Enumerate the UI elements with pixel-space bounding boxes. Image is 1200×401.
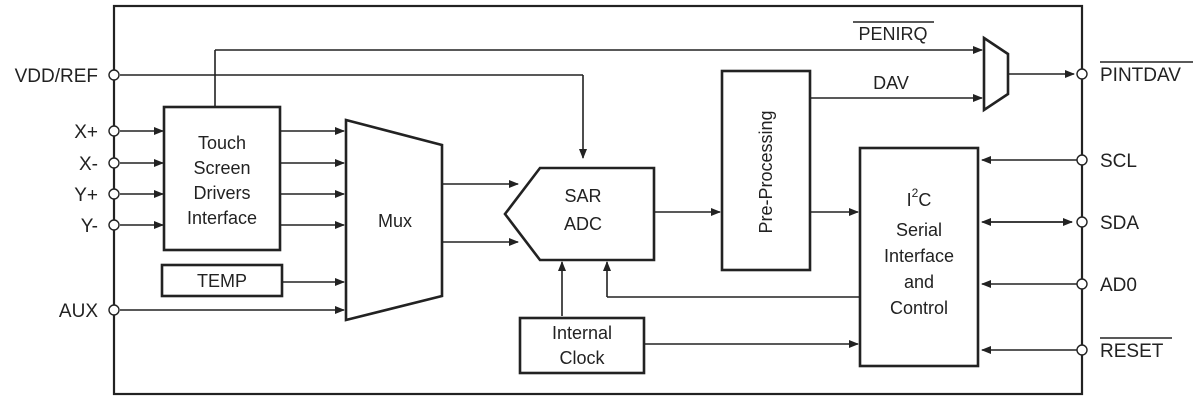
touch-label-2: Screen bbox=[193, 158, 250, 178]
vdd-ref-label: VDD/REF bbox=[15, 66, 98, 87]
temp-label: TEMP bbox=[197, 271, 247, 291]
clock-label-2: Clock bbox=[559, 348, 605, 368]
i2c-label-1: Serial bbox=[896, 220, 942, 240]
clock-label-1: Internal bbox=[552, 323, 612, 343]
ad0-label: AD0 bbox=[1100, 275, 1137, 296]
i2c-block bbox=[858, 146, 980, 368]
sar-adc-block bbox=[503, 166, 656, 262]
i2c-superscript: 2 bbox=[912, 186, 919, 200]
vdd-ref-pin bbox=[108, 69, 120, 81]
mux-label: Mux bbox=[378, 211, 412, 231]
sar-label-2: ADC bbox=[564, 214, 602, 234]
x-minus-pin bbox=[108, 157, 120, 169]
aux-pin bbox=[108, 304, 120, 316]
touch-label-1: Touch bbox=[198, 133, 246, 153]
y-minus-label: Y- bbox=[81, 216, 98, 237]
temp-block bbox=[160, 263, 284, 298]
penirq-label: PENIRQ bbox=[858, 24, 927, 44]
scl-pin bbox=[1076, 154, 1088, 166]
pintdav-pin bbox=[1076, 68, 1088, 80]
connections bbox=[120, 46, 1080, 354]
x-plus-pin bbox=[108, 125, 120, 137]
aux-label: AUX bbox=[59, 301, 98, 322]
y-minus-pin bbox=[108, 219, 120, 231]
mux-block bbox=[344, 118, 444, 322]
touch-label-3: Drivers bbox=[194, 183, 251, 203]
scl-label: SCL bbox=[1100, 151, 1137, 172]
i2c-label-4: Control bbox=[890, 298, 948, 318]
touch-label-4: Interface bbox=[187, 208, 257, 228]
i2c-suffix: C bbox=[918, 190, 931, 210]
output-mux-block bbox=[982, 35, 1010, 113]
pre-processing-block bbox=[720, 69, 812, 272]
y-plus-label: Y+ bbox=[74, 185, 98, 206]
i2c-label-3: and bbox=[904, 272, 934, 292]
i2c-prefix: I bbox=[907, 190, 912, 210]
reset-pin bbox=[1076, 344, 1088, 356]
x-minus-label: X- bbox=[79, 154, 98, 175]
sar-label-1: SAR bbox=[564, 186, 601, 206]
sda-label: SDA bbox=[1100, 213, 1139, 234]
x-plus-label: X+ bbox=[74, 122, 98, 143]
right-pins: PINTDAV SCL SDA AD0 RESET bbox=[1076, 61, 1193, 362]
pre-processing-label: Pre-Processing bbox=[756, 110, 776, 233]
sda-pin bbox=[1076, 216, 1088, 228]
i2c-label-2: Interface bbox=[884, 246, 954, 266]
ad0-pin bbox=[1076, 278, 1088, 290]
i2c-title: I2C bbox=[907, 186, 932, 210]
touch-screen-block bbox=[162, 105, 282, 252]
y-plus-pin bbox=[108, 188, 120, 200]
pintdav-label: PINTDAV bbox=[1100, 65, 1181, 86]
left-pins: VDD/REF X+ X- Y+ Y- AUX bbox=[15, 66, 120, 322]
dav-label: DAV bbox=[873, 73, 909, 93]
reset-label: RESET bbox=[1100, 341, 1164, 362]
internal-clock-block bbox=[518, 316, 646, 375]
